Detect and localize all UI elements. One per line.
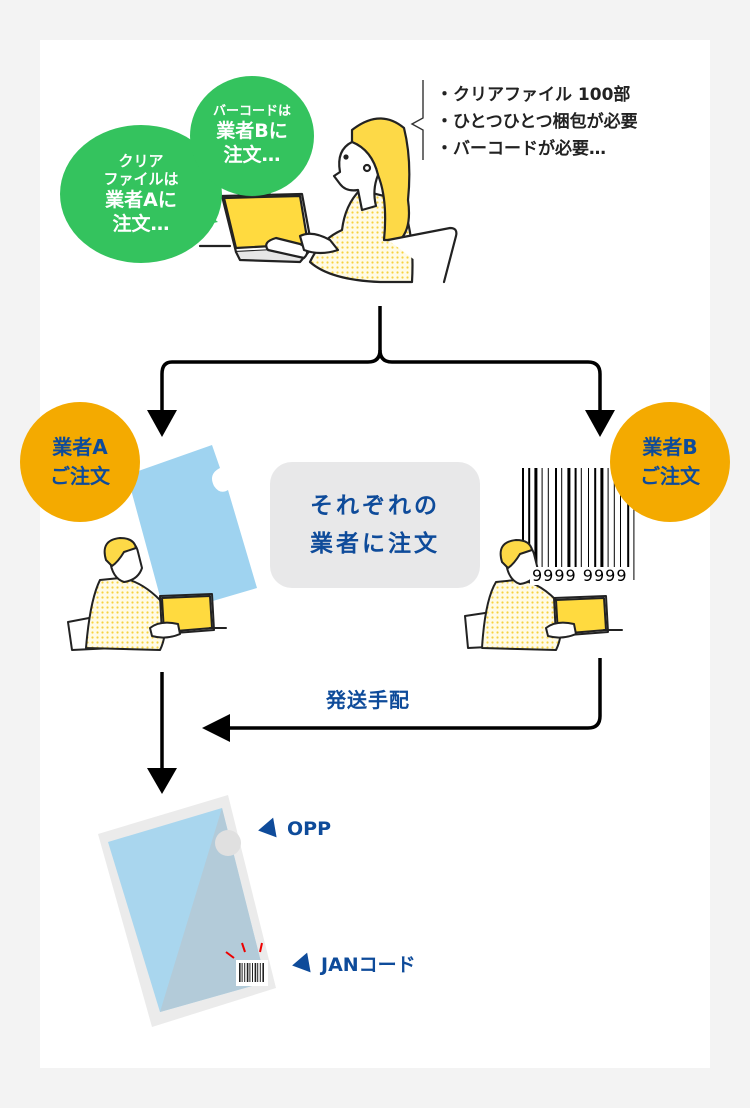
center-summary-box: それぞれの 業者に注文 (270, 462, 480, 588)
pointer-triangle-icon (290, 952, 311, 975)
requirement-item: ・ひとつひとつ梱包が必要 (436, 112, 638, 132)
arrow-head-right (585, 410, 615, 437)
bubble-a-line: クリア (118, 151, 164, 170)
split-arrows (160, 306, 602, 410)
barcode-bar (547, 468, 549, 570)
bubble-b-line: 業者Bに (216, 120, 288, 143)
barcode-bar (620, 468, 621, 570)
vendor-b-badge: 業者B ご注文 (610, 402, 730, 522)
barcode-bar (600, 468, 604, 570)
requirement-item: ・バーコードが必要… (436, 139, 606, 159)
vendor-a-badge-line: ご注文 (50, 464, 110, 488)
requirements-brace (410, 80, 424, 160)
bubble-b-line: バーコードは (212, 104, 291, 120)
barcode-bar (588, 468, 589, 570)
speech-bubble-vendor-a: クリア ファイルは 業者Aに 注文… (60, 125, 222, 263)
barcode-bar (541, 468, 543, 570)
pointer-triangle-icon (256, 817, 277, 841)
mini-barcode-bar (257, 963, 259, 982)
barcode-bar (534, 468, 538, 570)
barcode-bar (555, 468, 557, 570)
bubble-a-line: 注文… (112, 212, 170, 235)
barcode-number: 9999 9999 (530, 566, 630, 585)
bubble-a-line: 業者Aに (105, 189, 177, 211)
opp-label-text: OPP (287, 818, 332, 840)
jan-label-text: JANコード (321, 954, 416, 976)
barcode-bar (580, 468, 582, 570)
requirement-item: ・クリアファイル 100部 (436, 85, 631, 105)
barcode-bar (627, 468, 630, 570)
center-box-line: それぞれの (310, 493, 440, 519)
arrow-head-shipping (202, 714, 230, 742)
bubble-b-line: 注文… (223, 144, 281, 167)
barcode-bar (613, 468, 615, 570)
vendor-b-badge-line: 業者B (642, 435, 698, 459)
mini-barcode-bar (252, 963, 253, 982)
opp-label: OPP (256, 817, 332, 841)
barcode-bar (567, 468, 571, 570)
barcode-bar (607, 468, 609, 570)
shipping-arrangement-label: 発送手配 (326, 688, 410, 712)
vendor-a-badge: 業者A ご注文 (20, 402, 140, 522)
barcode-bar (561, 468, 563, 570)
vendor-b-badge-line: ご注文 (640, 464, 700, 488)
speech-bubble-vendor-b: バーコードは 業者Bに 注文… (190, 76, 314, 196)
center-box-line: 業者に注文 (310, 531, 440, 557)
woman-illustration (198, 117, 458, 284)
vendor-a-badge-line: 業者A (52, 435, 108, 459)
vendor-b-man-illustration (464, 539, 623, 651)
barcode-bar (574, 468, 577, 570)
flow-arrows-lower (160, 658, 602, 770)
mini-barcode-bar (249, 963, 251, 982)
jan-code-label: JANコード (290, 950, 416, 977)
mini-barcode-bar (259, 963, 261, 982)
mini-barcode-bar (244, 963, 246, 982)
vendor-a-man-illustration (67, 537, 227, 651)
barcode-graphic (522, 468, 635, 580)
mini-barcode-bar (262, 963, 264, 982)
bubble-a-line: ファイルは (103, 170, 179, 189)
barcode-bar (528, 468, 531, 570)
mini-barcode-bar (239, 963, 241, 982)
requirements-list: ・クリアファイル 100部 ・ひとつひとつ梱包が必要 ・バーコードが必要… (436, 82, 638, 163)
arrow-head-down-product (147, 768, 177, 794)
mini-barcode-bar (241, 963, 243, 982)
barcode-bar (594, 468, 597, 570)
packaged-file-illustration (98, 795, 276, 1027)
mini-barcode-bar (246, 963, 249, 982)
clear-file-icon (127, 445, 257, 615)
mini-barcode-bar (254, 963, 257, 982)
arrow-head-left (147, 410, 177, 437)
barcode-bar (522, 468, 524, 580)
barcode-bar (633, 468, 635, 580)
